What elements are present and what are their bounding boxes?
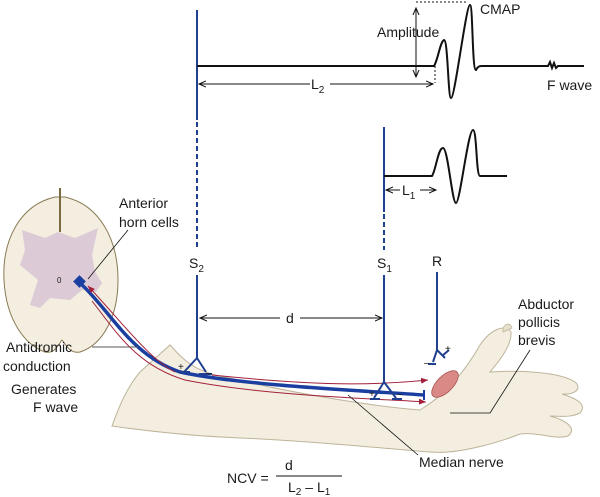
s2-anode-sign: + (178, 362, 184, 373)
cmap-label: CMAP (480, 1, 520, 17)
generates-label-1: Generates (11, 381, 76, 397)
r-minus-sign: – (424, 358, 430, 369)
central-canal-label: 0 (57, 276, 62, 285)
s1-label: S1 (377, 255, 392, 275)
thumbnail (502, 323, 513, 333)
electrode-s2 (178, 10, 212, 375)
anterior-horn-cell (73, 275, 86, 288)
formula-numerator: d (285, 457, 293, 473)
median-nerve-label: Median nerve (419, 454, 504, 470)
ncv-formula: NCV = d L2 – L1 (227, 457, 342, 497)
electrode-r (428, 272, 450, 365)
l2-label: L2 (311, 76, 325, 96)
trace-s2-cmap-fwave (197, 3, 584, 100)
s2-label: S2 (189, 255, 204, 275)
r-plus-sign: + (445, 344, 451, 355)
d-label: d (286, 310, 294, 326)
abductor-pollicis-brevis-muscle (431, 370, 459, 398)
anterior-horn-label-2: horn cells (119, 214, 179, 230)
formula-denominator: L2 – L1 (288, 479, 331, 497)
antidromic-label-2: conduction (3, 358, 71, 374)
s1-anode-sign: + (369, 389, 375, 400)
f-wave-label: F wave (547, 77, 592, 93)
apb-label-3: brevis (518, 332, 555, 348)
conduction-arrows (87, 285, 429, 405)
apb-label-2: pollicis (518, 314, 560, 330)
median-nerve (78, 281, 425, 397)
electrode-s1 (370, 127, 402, 400)
gray-matter (20, 228, 102, 308)
spinal-cord: 0 (3, 188, 119, 353)
antidromic-label-1: Antidromic (6, 339, 72, 355)
formula-lhs: NCV = (227, 470, 269, 486)
s1-cathode-sign: – (397, 389, 403, 400)
arm-shape (111, 327, 583, 453)
anterior-horn-label-1: Anterior (119, 195, 168, 211)
apb-label-1: Abductor (518, 296, 574, 312)
amplitude-label: Amplitude (377, 24, 439, 40)
l1-label: L1 (402, 182, 416, 202)
trace-s1-cmap (384, 128, 507, 205)
generates-label-2: F wave (33, 399, 78, 415)
s2-cathode-sign: – (206, 368, 212, 379)
r-label: R (432, 253, 442, 269)
